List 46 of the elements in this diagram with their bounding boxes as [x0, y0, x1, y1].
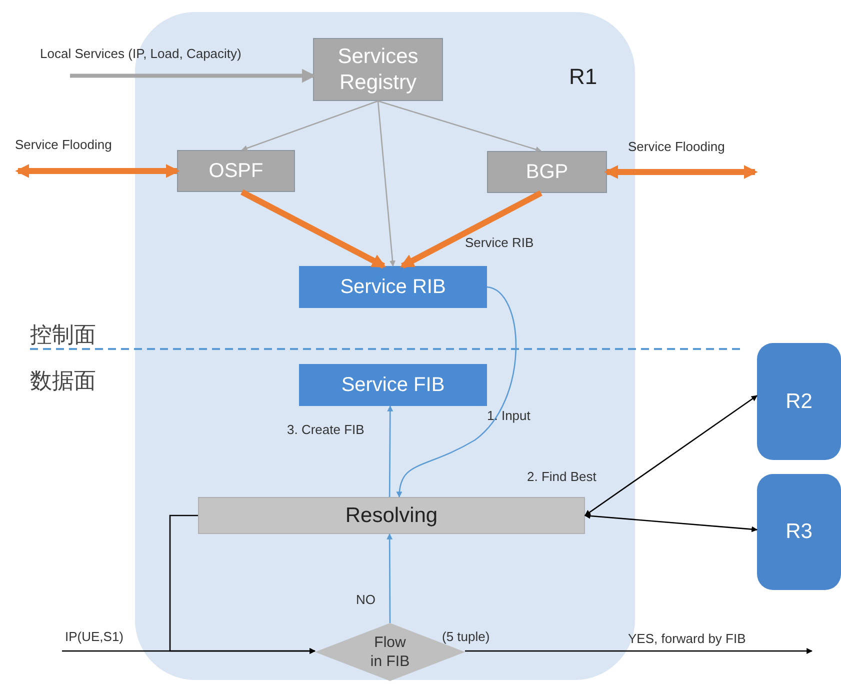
region-title: R1 [569, 63, 598, 91]
arrow [584, 395, 758, 516]
router-box [757, 343, 841, 460]
edge-label: YES, forward by FIB [628, 630, 746, 648]
edge-label: Service Flooding [628, 138, 725, 156]
plane-label: 数据面 [30, 367, 96, 395]
arrow [377, 100, 396, 267]
protocol-box [487, 151, 607, 193]
node-label: R2 [786, 388, 812, 415]
edge-label: Service RIB [465, 234, 534, 252]
thick-arrow [15, 164, 180, 178]
node-label: Services Registry [336, 44, 420, 96]
arrow [169, 514, 316, 654]
edge-label: NO [356, 591, 376, 609]
registry-box [313, 38, 443, 101]
node-label: Service FIB [341, 373, 445, 398]
thick-arrow [70, 68, 316, 83]
node-label: Flow in FIB [369, 633, 411, 671]
thick-arrow [604, 165, 758, 179]
edge-label: Local Services (IP, Load, Capacity) [40, 45, 242, 63]
edge-label: Service Flooding [15, 136, 112, 154]
arrow [396, 286, 516, 498]
arrow [584, 512, 758, 532]
arrow [386, 533, 393, 623]
node-label: BGP [526, 160, 568, 185]
node-label: OSPF [208, 159, 264, 184]
fib-box [299, 364, 487, 406]
edge-label: 2. Find Best [527, 468, 596, 486]
arrow [241, 100, 378, 151]
plane-label: 控制面 [30, 321, 96, 349]
edge-label: 3. Create FIB [287, 421, 364, 439]
node-label: R3 [786, 519, 812, 546]
edge-label: 1. Input [487, 407, 530, 425]
process-box [198, 497, 585, 534]
protocol-box [177, 150, 295, 192]
arrow [465, 648, 813, 654]
arrow [387, 405, 394, 497]
thick-arrow [240, 189, 386, 269]
rib-box [299, 266, 487, 308]
node-note: (5 tuple) [442, 628, 490, 646]
edge-label: IP(UE,S1) [65, 628, 124, 646]
node-label: Resolving [345, 502, 438, 529]
thick-arrow [400, 190, 542, 269]
node-label: Service RIB [340, 275, 446, 300]
arrow [378, 100, 542, 152]
router-box [757, 474, 841, 590]
